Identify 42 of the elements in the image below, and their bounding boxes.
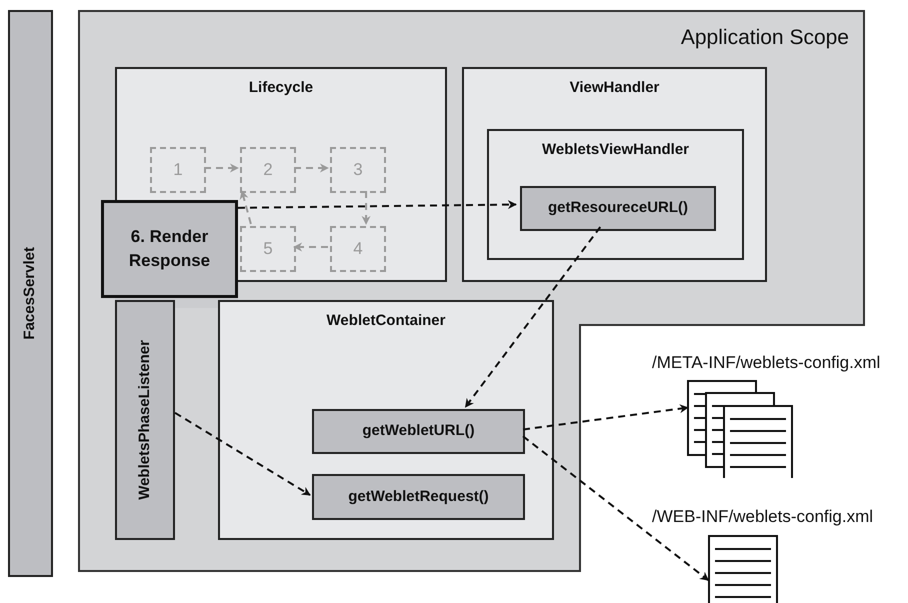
dashed-arrow [240,190,252,224]
method-name: getResoureceURL() [548,198,688,218]
component-panel [218,300,554,540]
phase-step-box [330,147,386,193]
listener-bar [115,300,175,540]
phase-step-box [330,226,386,272]
step-number: 2 [263,159,273,182]
step-number: 3 [353,159,363,182]
step-number: 4 [353,238,363,260]
method-name: getWebletURL() [362,421,475,442]
component-panel [487,129,744,260]
dashed-arrow [238,200,517,210]
step-number: 5 [263,238,273,260]
panel-title: ViewHandler [570,78,660,98]
scope-title: Application Scope [680,26,849,49]
dashed-arrow [293,242,328,252]
phase-step-box [150,147,206,193]
servlet-bar [8,10,53,577]
phase-step-box [240,147,296,193]
render-phase-box [101,200,238,298]
vertical-label: FacesServlet [20,247,40,340]
vertical-label: WebletsPhaseListener [134,340,154,500]
dashed-arrow [522,404,689,430]
dashed-arrow [362,191,371,225]
file-path-label: /META-INF/weblets-config.xml [652,352,880,374]
panel-title: Lifecycle [248,78,314,98]
dashed-arrow [174,412,311,496]
step-number: 1 [173,159,183,182]
panel-title: WebletsViewHandler [542,140,689,160]
panel-title: WebletContainer [326,311,446,331]
phase-label: 6. Render Response [128,226,212,272]
method-box [312,474,525,520]
method-box [520,186,716,231]
dashed-arrow [464,226,602,408]
file-path-label: /WEB-INF/weblets-config.xml [652,506,874,528]
dashed-arrow [522,435,710,582]
method-box [312,409,525,454]
dashed-arrow [294,164,329,172]
dashed-arrow [204,164,239,172]
method-name: getWebletRequest() [348,486,489,507]
component-panel [462,67,767,282]
phase-step-box [240,226,296,272]
